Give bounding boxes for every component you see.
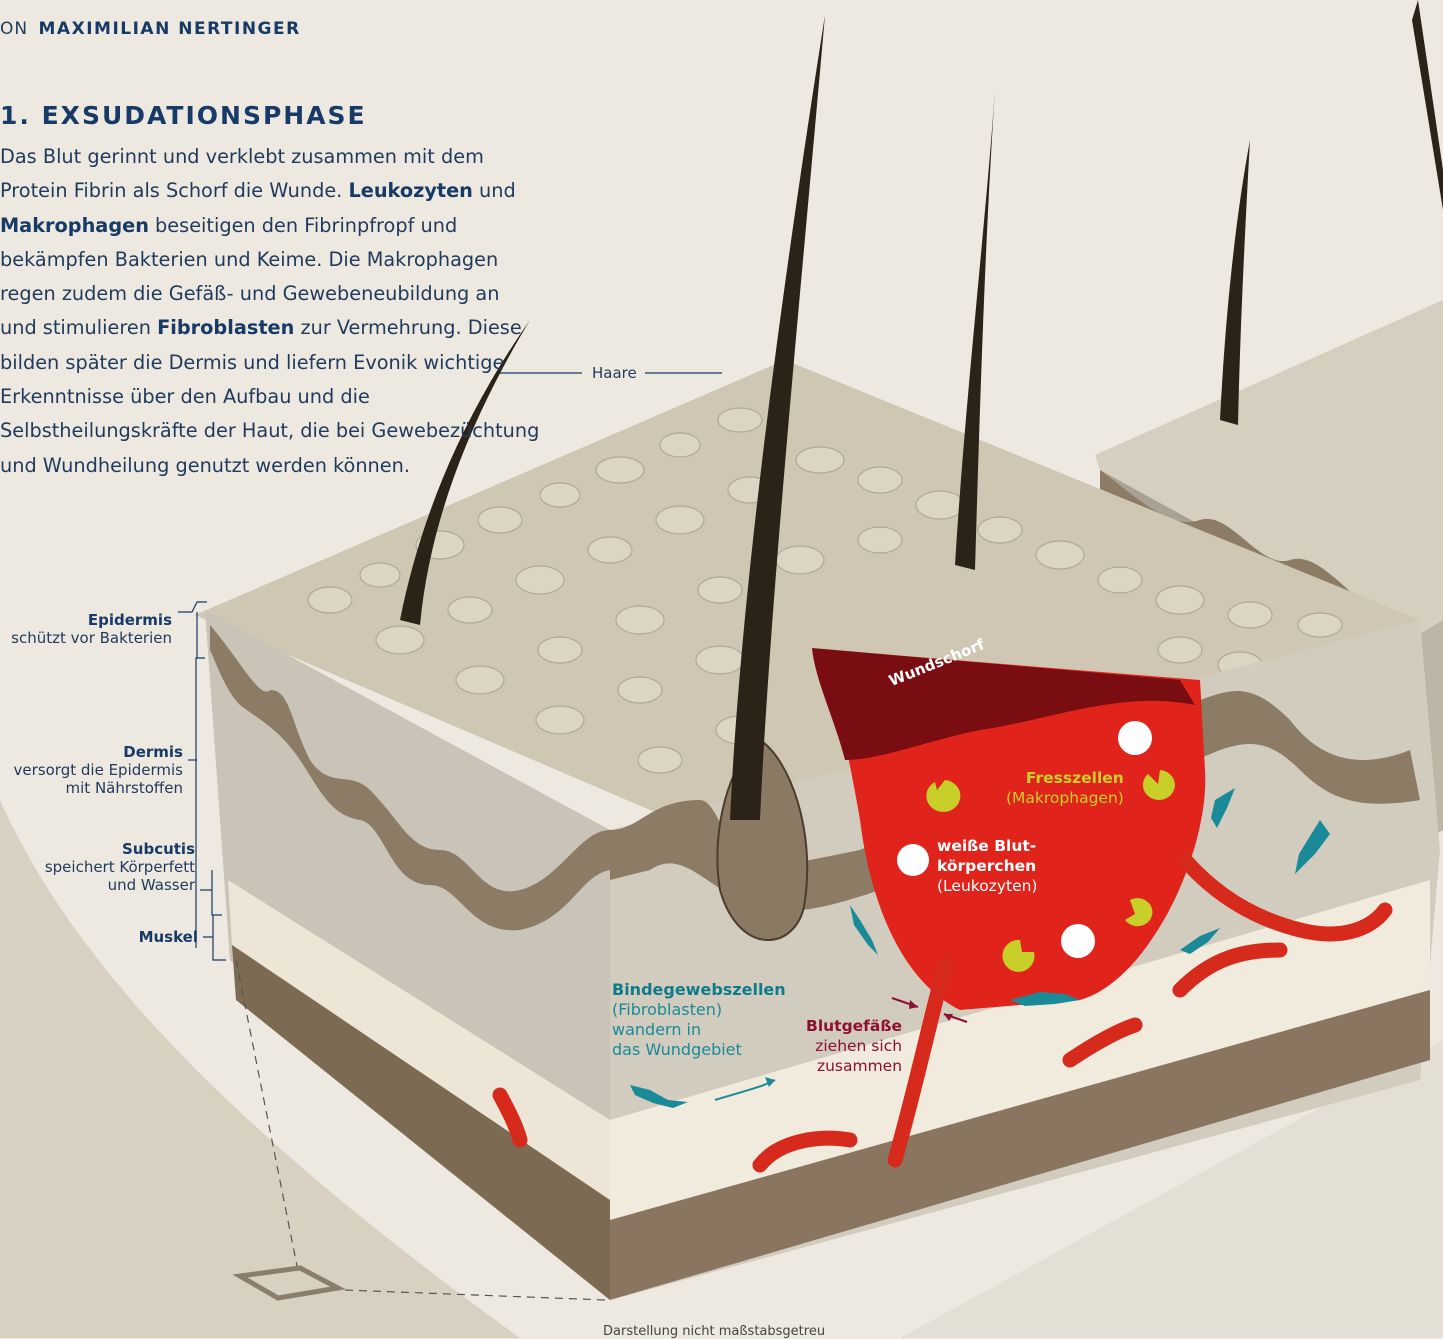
fibroblasten-line-2: wandern in [612, 1020, 701, 1039]
intro-paragraph: Das Blut gerinnt und verklebt zusammen m… [0, 140, 540, 483]
intro-keyword-makrophagen: Makrophagen [0, 214, 149, 237]
intro-keyword-fibroblasten: Fibroblasten [157, 316, 294, 339]
fresszellen-sub: (Makrophagen) [1006, 789, 1124, 807]
blutgefaesse-line-1: ziehen sich [815, 1037, 902, 1055]
fresszellen-label: Fresszellen (Makrophagen) [1006, 768, 1124, 808]
dermis-name: Dermis [14, 743, 183, 761]
fibroblasten-label: Bindegewebszellen (Fibroblasten) wandern… [612, 980, 786, 1060]
dermis-desc-1: versorgt die Epidermis [14, 761, 183, 779]
leukozyten-name-1: weiße Blut- [937, 836, 1037, 856]
blutgefaesse-label: Blutgefäße ziehen sich zusammen [806, 1016, 902, 1076]
leukozyten-sub: (Leukozyten) [937, 877, 1037, 895]
muskel-name: Muskel [139, 928, 198, 946]
byline-author: MAXIMILIAN NERTINGER [39, 19, 301, 39]
dermis-label: Dermis versorgt die Epidermis mit Nährst… [14, 743, 183, 797]
subcutis-name: Subcutis [45, 840, 195, 858]
blutgefaesse-line-2: zusammen [817, 1057, 902, 1075]
epidermis-desc: schützt vor Bakterien [11, 629, 172, 647]
fibroblasten-line-1: (Fibroblasten) [612, 1000, 722, 1019]
muskel-label: Muskel [139, 928, 198, 946]
epidermis-label: Epidermis schützt vor Bakterien [11, 611, 172, 647]
leukozyten-label: weiße Blut- körperchen (Leukozyten) [937, 836, 1037, 896]
intro-keyword-leukozyten: Leukozyten [348, 179, 472, 202]
subcutis-desc-1: speichert Körperfett [45, 858, 195, 876]
haare-label: Haare [587, 364, 642, 382]
byline-prefix: ON [0, 19, 28, 39]
fibroblasten-line-3: das Wundgebiet [612, 1040, 742, 1059]
intro-text-2: und [473, 179, 516, 202]
intro-text-4: zur Vermehrung. Diese bilden später die … [0, 316, 539, 476]
dermis-desc-2: mit Nährstoffen [66, 779, 183, 797]
epidermis-name: Epidermis [11, 611, 172, 629]
fresszellen-name: Fresszellen [1006, 768, 1124, 788]
section-heading: 1. EXSUDATIONSPHASE [0, 101, 367, 130]
byline: ON MAXIMILIAN NERTINGER [0, 19, 301, 39]
footnote: Darstellung nicht maßstabsgetreu [603, 1324, 825, 1339]
fibroblasten-name: Bindegewebszellen [612, 980, 786, 1000]
blutgefaesse-name: Blutgefäße [806, 1016, 902, 1036]
subcutis-desc-2: und Wasser [108, 876, 195, 894]
subcutis-label: Subcutis speichert Körperfett und Wasser [45, 840, 195, 894]
leukozyten-name-2: körperchen [937, 856, 1037, 876]
